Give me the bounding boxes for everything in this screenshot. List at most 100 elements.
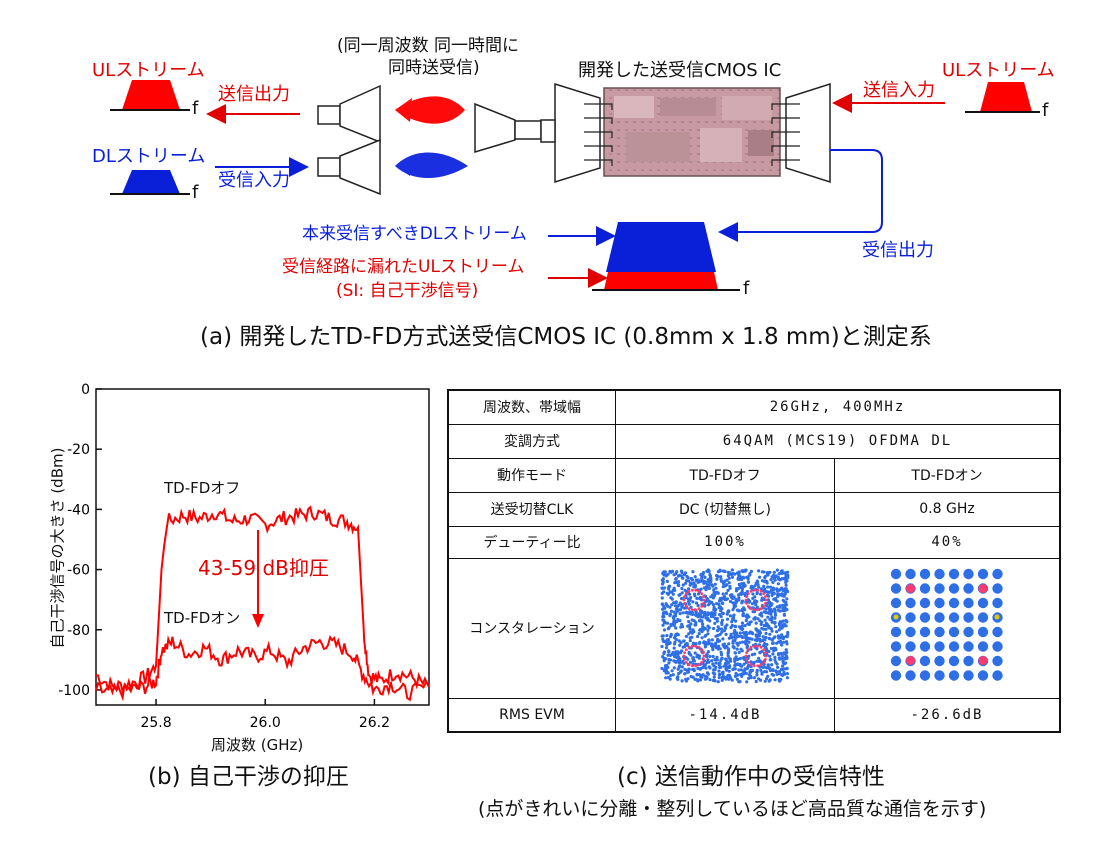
constellation-point (705, 652, 709, 656)
pilot-point (893, 614, 899, 620)
constellation-point (772, 597, 776, 601)
constellation-point (670, 603, 674, 607)
constellation-point (672, 666, 676, 670)
constellation-point (669, 622, 673, 627)
y-tick-label: -60 (67, 563, 90, 579)
constellation-point (671, 616, 675, 620)
constellation-point (684, 579, 689, 583)
pilot-point (762, 605, 766, 608)
constellation-off (660, 568, 790, 684)
constellation-point (710, 638, 714, 642)
pilot-point (756, 664, 760, 668)
pilot-point (694, 644, 698, 648)
constellation-point (720, 656, 724, 660)
constellation-point (738, 680, 742, 684)
constellation-point (688, 660, 693, 664)
constellation-point (711, 654, 715, 659)
constellation-point (766, 585, 770, 589)
constellation-point (703, 674, 708, 678)
constellation-point (666, 665, 670, 669)
constellation-point (753, 599, 757, 603)
constellation-point (698, 613, 702, 617)
pilot-point (994, 614, 1000, 620)
constellation-point (905, 612, 916, 623)
constellation-point (977, 612, 989, 623)
constellation-point (738, 634, 743, 638)
constellation-point (781, 603, 785, 607)
constellation-point (708, 601, 712, 605)
constellation-point (746, 598, 750, 602)
pilot-point (756, 608, 760, 612)
mode-on: TD-FDオン (834, 457, 1061, 493)
pilot-point (702, 602, 705, 605)
constellation-point (707, 569, 711, 574)
constellation-point (725, 623, 729, 627)
constellation-point (734, 601, 738, 605)
constellation-point (715, 619, 719, 623)
constellation-point (765, 666, 769, 670)
constellation-point (992, 670, 1003, 681)
constellation-point (715, 616, 719, 621)
constellation-point (750, 602, 754, 606)
constellation-point (738, 631, 742, 635)
constellation-point (777, 623, 782, 627)
constellation-point (726, 660, 730, 664)
constellation-point (666, 592, 670, 596)
constellation-point (948, 612, 960, 623)
constellation-point (783, 592, 787, 596)
constellation-point (754, 633, 758, 637)
constellation-point (715, 658, 719, 662)
constellation-point (761, 635, 765, 639)
pilot-point (684, 661, 688, 664)
constellation-point (661, 634, 665, 638)
constellation-point (724, 632, 728, 636)
tx-input-label: 送信入力 (863, 80, 935, 101)
constellation-point (673, 588, 677, 592)
constellation-point (919, 641, 931, 652)
pilot-point (694, 588, 698, 592)
constellation-point (717, 676, 721, 680)
pilot-point (978, 656, 988, 665)
constellation-point (660, 644, 664, 649)
x-tick-label: 26.2 (359, 715, 390, 731)
constellation-point (751, 585, 755, 590)
constellation-point (660, 591, 664, 595)
pilot-point (764, 654, 768, 658)
constellation-point (760, 579, 764, 583)
constellation-point (710, 659, 714, 663)
constellation-point (717, 602, 721, 607)
constellation-point (977, 641, 989, 652)
constellation-point (769, 588, 773, 592)
constellation-point (727, 571, 731, 575)
constellation-point (768, 668, 773, 673)
constellation-point (737, 596, 741, 600)
constellation-point (667, 585, 671, 589)
constellation-point (666, 671, 670, 675)
y-tick-label: -40 (67, 502, 90, 518)
constellation-point (777, 672, 782, 676)
constellation-point (672, 654, 677, 658)
constellation-point (683, 672, 687, 676)
caption-c2: (点がきれいに分離・整列しているほど高品質な通信を示す) (478, 798, 987, 820)
constellation-point (727, 669, 731, 673)
constellation-point (665, 633, 669, 638)
constellation-point (737, 625, 741, 629)
constellation-point (714, 661, 718, 665)
constellation-point (776, 652, 780, 657)
constellation-point (764, 607, 768, 611)
constellation-point (694, 642, 698, 646)
constellation-point (738, 641, 742, 645)
constellation-point (721, 637, 725, 641)
same-freq-line2: 同時送受信) (388, 58, 480, 78)
constellation-point (773, 621, 777, 625)
constellation-point (773, 616, 777, 620)
constellation-point (771, 668, 775, 672)
constellation-point (701, 665, 705, 670)
constellation-point (785, 672, 789, 676)
constellation-point (691, 641, 695, 645)
constellation-point (992, 641, 1003, 652)
constellation-point (750, 631, 754, 635)
constellation-point (919, 597, 931, 609)
constellation-point (672, 620, 676, 624)
